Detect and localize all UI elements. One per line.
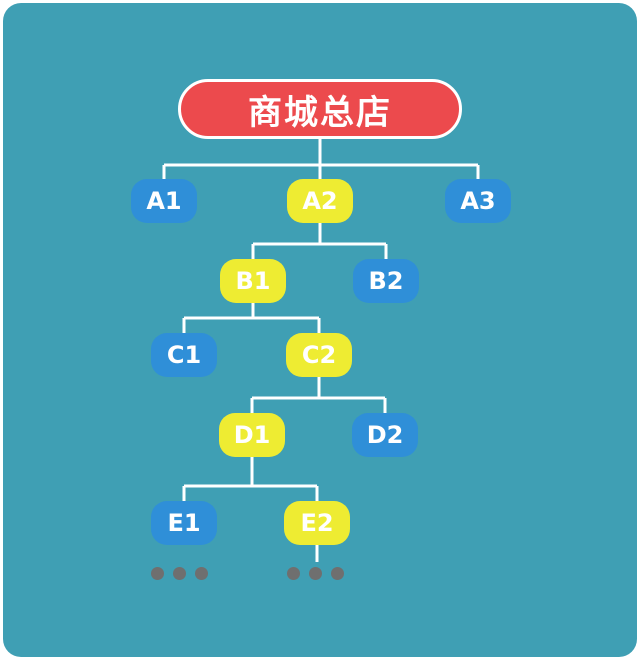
node-c1: C1 <box>151 333 217 377</box>
node-c2: C2 <box>286 333 352 377</box>
root-node: 商城总店 <box>178 79 462 139</box>
connector-root-a <box>162 139 480 180</box>
connector-a2-b <box>251 221 388 260</box>
node-d1: D1 <box>219 413 285 457</box>
node-d2: D2 <box>352 413 418 457</box>
ellipsis-dot <box>331 567 344 580</box>
connector-b1-c <box>182 300 321 334</box>
connector-d1-e <box>182 455 319 502</box>
node-e1: E1 <box>151 501 217 545</box>
node-b2: B2 <box>353 259 419 303</box>
node-b1: B1 <box>220 259 286 303</box>
ellipsis-dot <box>151 567 164 580</box>
ellipsis-dot <box>195 567 208 580</box>
ellipsis-dot <box>287 567 300 580</box>
ellipsis-dot <box>309 567 322 580</box>
node-e2: E2 <box>284 501 350 545</box>
node-a2: A2 <box>287 179 353 223</box>
ellipsis-dot <box>173 567 186 580</box>
ellipsis-dots-right <box>287 567 344 580</box>
node-a1: A1 <box>131 179 197 223</box>
ellipsis-dots-left <box>151 567 208 580</box>
connector-c2-d <box>250 374 387 414</box>
node-a3: A3 <box>445 179 511 223</box>
